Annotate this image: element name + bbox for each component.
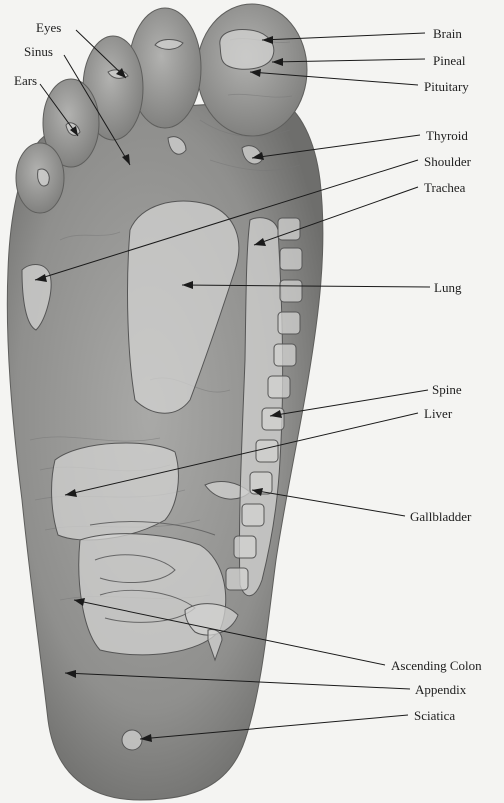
label-pineal: Pineal	[433, 53, 466, 68]
label-lung: Lung	[434, 280, 462, 295]
label-thyroid: Thyroid	[426, 128, 468, 143]
label-appendix: Appendix	[415, 682, 467, 697]
vertebra	[256, 440, 278, 462]
label-spine: Spine	[432, 382, 462, 397]
vertebra	[278, 312, 300, 334]
label-pituitary: Pituitary	[424, 79, 469, 94]
vertebra	[268, 376, 290, 398]
label-ascending-colon: Ascending Colon	[391, 658, 482, 673]
label-trachea: Trachea	[424, 180, 466, 195]
label-liver: Liver	[424, 406, 453, 421]
vertebra	[280, 280, 302, 302]
label-sinus: Sinus	[24, 44, 53, 59]
vertebra	[274, 344, 296, 366]
vertebra	[278, 218, 300, 240]
label-eyes: Eyes	[36, 20, 61, 35]
big-toe	[197, 4, 307, 136]
vertebra	[262, 408, 284, 430]
label-gallbladder: Gallbladder	[410, 509, 472, 524]
label-brain: Brain	[433, 26, 462, 41]
vertebra	[280, 248, 302, 270]
vertebra	[226, 568, 248, 590]
label-ears: Ears	[14, 73, 37, 88]
little-toe-zone	[38, 169, 50, 186]
brain-zone	[220, 30, 274, 70]
label-shoulder: Shoulder	[424, 154, 472, 169]
vertebra	[242, 504, 264, 526]
sciatica-zone	[122, 730, 142, 750]
label-sciatica: Sciatica	[414, 708, 455, 723]
vertebra	[234, 536, 256, 558]
